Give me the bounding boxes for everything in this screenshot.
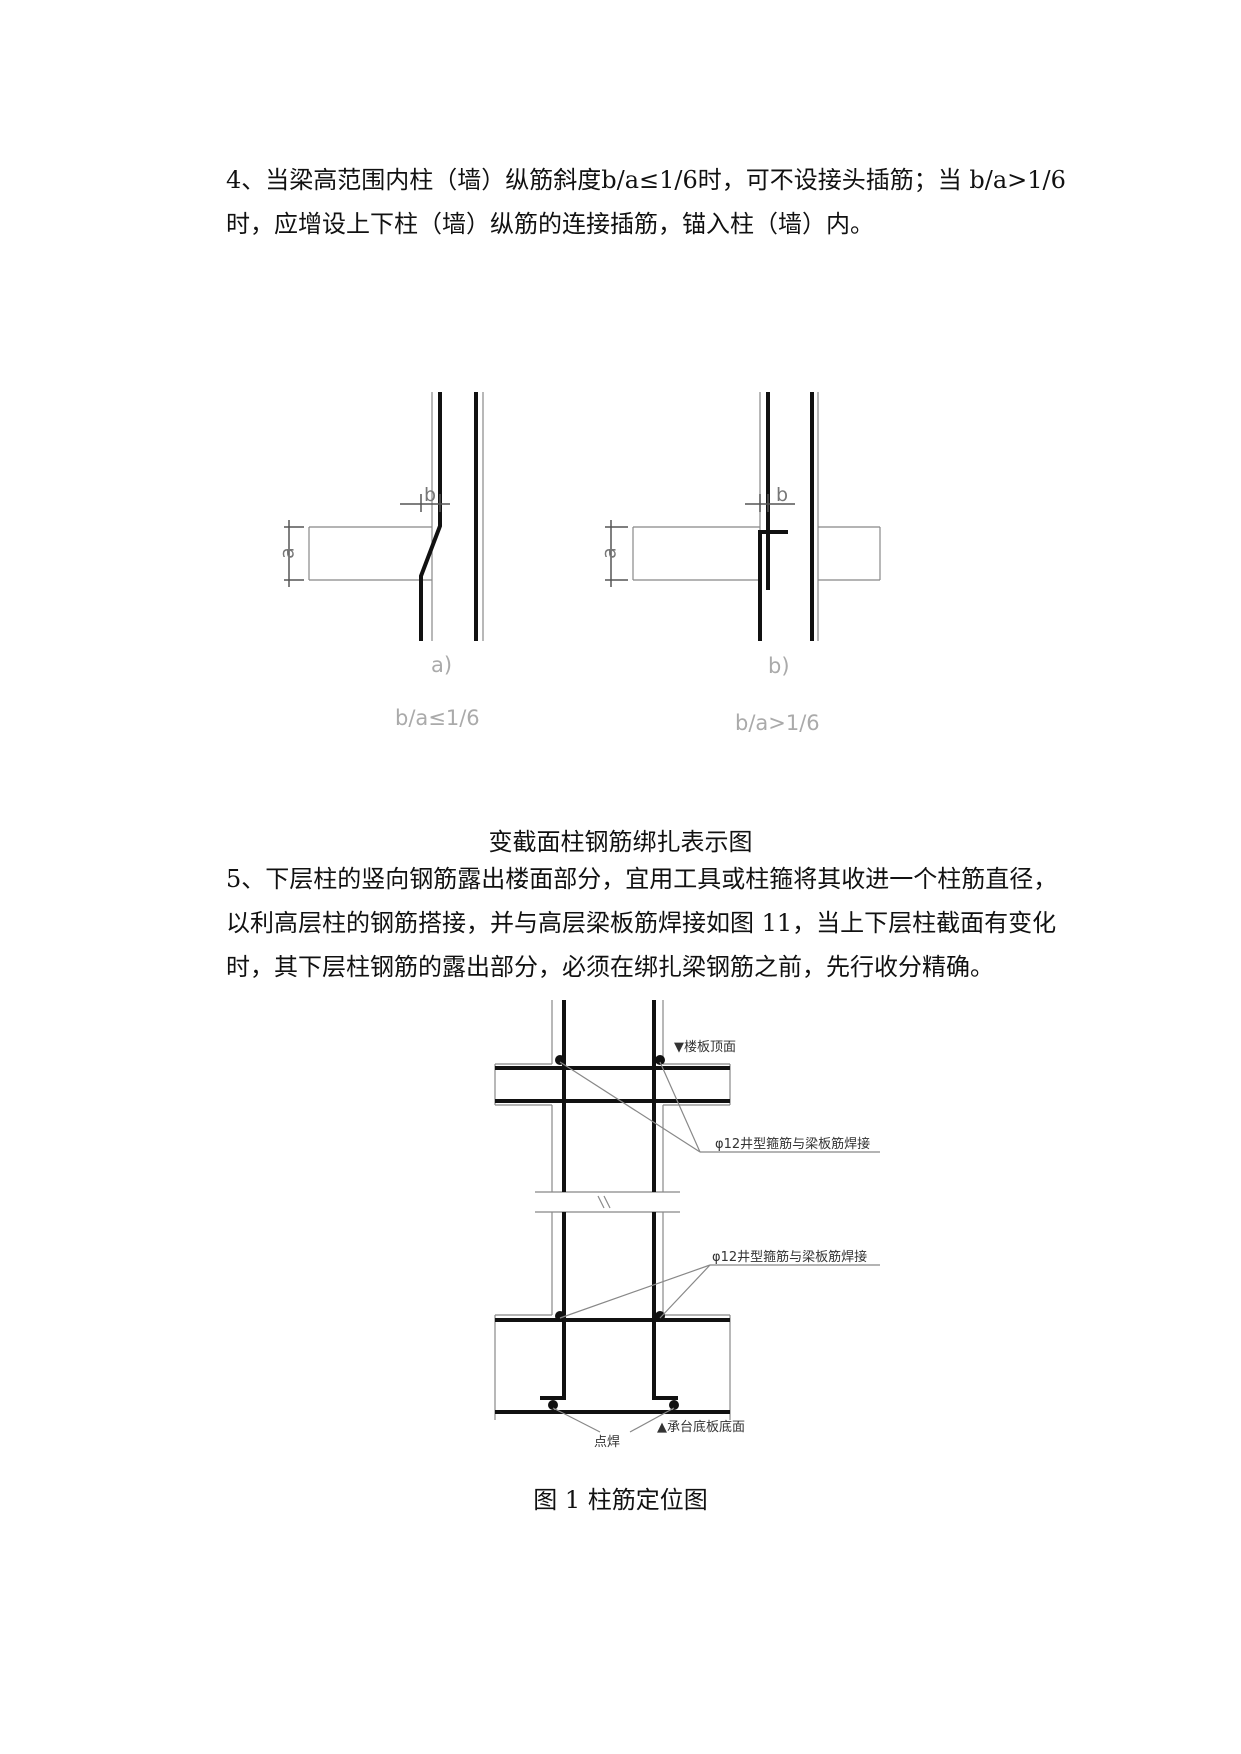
section-4-line-2: 时，应增设上下柱（墙）纵筋的连接插筋，锚入柱（墙）内。 (226, 210, 874, 238)
section-5-line-3: 时，其下层柱钢筋的露出部分，必须在绑扎梁钢筋之前，先行收分精确。 (226, 953, 994, 981)
section-5-line-1: 5、下层柱的竖向钢筋露出楼面部分，宜用工具或柱箍将其收进一个柱筋直径， (226, 865, 1058, 893)
figure-b-dim-a: a (599, 547, 621, 559)
figure-b-diagram (605, 392, 881, 641)
figure-a-sublabel: a) (431, 653, 452, 677)
floor-top-label: ▼楼板顶面 (674, 1040, 736, 1055)
weld-bottom-label: φ12井型箍筋与梁板筋焊接 (712, 1249, 867, 1265)
figure-a-ratio: b/a≤1/6 (395, 706, 480, 730)
figure-b-dim-b: b (776, 484, 788, 506)
base-bottom-label: ▲承台底板底面 (657, 1419, 745, 1435)
figure-b-sublabel: b) (768, 654, 790, 678)
spot-weld-label: 点焊 (594, 1434, 620, 1450)
section-4-paragraph: 4、当梁高范围内柱（墙）纵筋斜度b/a≤1/6时，可不设接头插筋；当 b/a>1… (226, 158, 1066, 246)
figure-b-ratio: b/a>1/6 (735, 711, 820, 735)
section-5-paragraph: 5、下层柱的竖向钢筋露出楼面部分，宜用工具或柱箍将其收进一个柱筋直径， 以利高层… (226, 857, 1066, 989)
section-5-line-2: 以利高层柱的钢筋搭接，并与高层梁板筋焊接如图 11，当上下层柱截面有变化 (226, 909, 1057, 937)
figure-a-diagram (284, 392, 484, 641)
section-4-line-1: 4、当梁高范围内柱（墙）纵筋斜度b/a≤1/6时，可不设接头插筋；当 b/a>1… (226, 166, 1066, 194)
figure-top-caption: 变截面柱钢筋绑扎表示图 (488, 828, 753, 856)
figure-a-dim-a: a (277, 547, 299, 559)
weld-top-label: φ12井型箍筋与梁板筋焊接 (715, 1136, 870, 1152)
figure-1-caption: 图 1 柱筋定位图 (533, 1486, 708, 1514)
figure-1-diagram (494, 1000, 880, 1433)
figure-a-dim-b: b (424, 484, 436, 506)
